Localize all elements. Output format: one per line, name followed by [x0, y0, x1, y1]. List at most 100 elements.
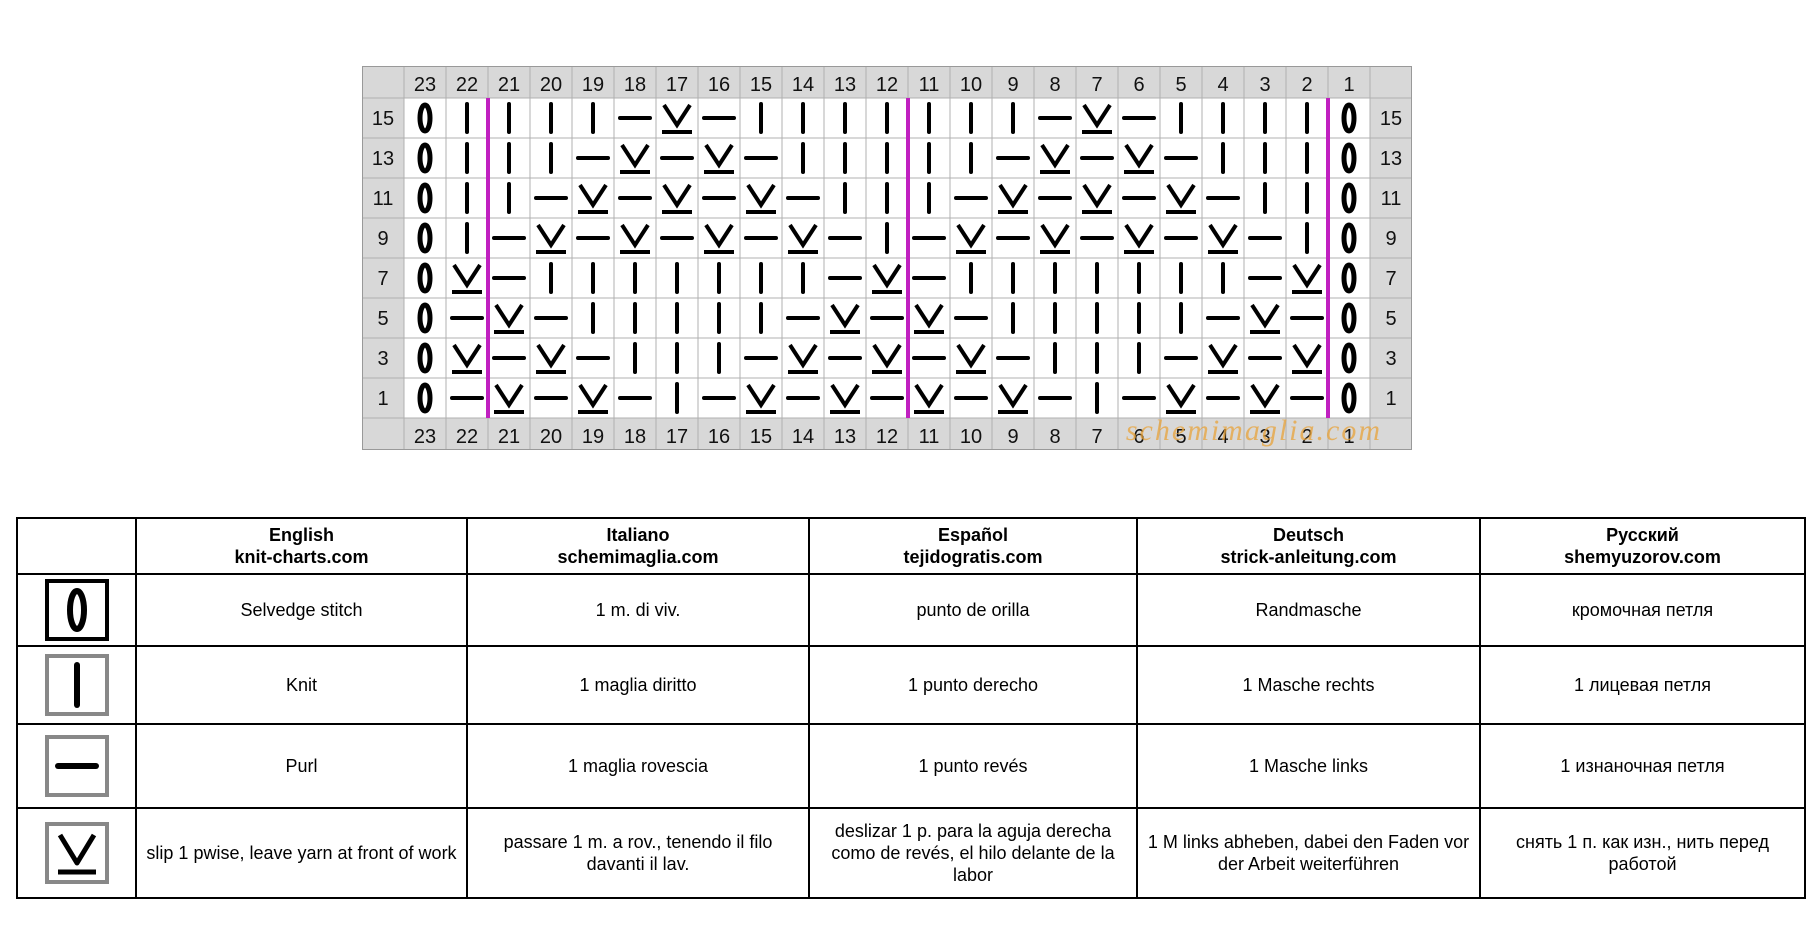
column-number-bottom: 4	[1217, 426, 1228, 448]
slip-stitch	[788, 343, 818, 374]
slip-stitch	[1208, 223, 1238, 254]
row-number-right: 5	[1385, 308, 1396, 330]
row-number-right: 13	[1380, 148, 1402, 170]
slip-stitch	[746, 183, 776, 214]
row-number-right: 3	[1385, 348, 1396, 370]
legend-row-knit: Knit 1 maglia diritto 1 punto derecho 1 …	[16, 645, 1806, 725]
slip-stitch	[998, 383, 1028, 414]
legend-row-selvedge: Selvedge stitch 1 m. di viv. punto de or…	[16, 573, 1806, 647]
column-number-top: 5	[1175, 74, 1186, 96]
row-number-right: 9	[1385, 228, 1396, 250]
slip-stitch	[1250, 383, 1280, 414]
legend-cell-de: 1 Masche rechts	[1136, 645, 1481, 725]
row-number-right: 1	[1385, 388, 1396, 410]
legend-cell-de: 1 M links abheben, dabei den Faden vor d…	[1136, 807, 1481, 899]
row-number-right: 11	[1381, 188, 1402, 210]
selvedge-stitch	[417, 142, 433, 174]
legend-cell-en: Selvedge stitch	[135, 573, 468, 647]
legend-cell-it: 1 m. di viv.	[466, 573, 810, 647]
row-number-right: 15	[1380, 108, 1402, 130]
legend-cell-ru: кромочная петля	[1479, 573, 1806, 647]
slip-stitch	[1208, 343, 1238, 374]
column-number-top: 21	[498, 74, 520, 96]
legend-cell-it: 1 maglia rovescia	[466, 723, 810, 809]
slip-stitch	[536, 223, 566, 254]
slip-stitch	[1292, 343, 1322, 374]
legend-cell-de: 1 Masche links	[1136, 723, 1481, 809]
legend-row-slip: slip 1 pwise, leave yarn at front of wor…	[16, 807, 1806, 899]
selvedge-stitch	[417, 222, 433, 254]
slip-stitch	[536, 343, 566, 374]
slip-stitch	[998, 183, 1028, 214]
chart-border	[362, 66, 1412, 450]
watermark-text: schemimaglia.com	[1126, 414, 1382, 447]
row-number-left: 3	[377, 348, 388, 370]
row-number-left: 7	[377, 268, 388, 290]
selvedge-stitch	[1341, 382, 1357, 414]
slip-stitch	[1292, 263, 1322, 294]
column-number-top: 2	[1301, 74, 1312, 96]
column-number-top: 6	[1133, 74, 1144, 96]
column-number-top: 1	[1343, 74, 1354, 96]
column-number-top: 17	[666, 74, 688, 96]
selvedge-stitch	[1341, 182, 1357, 214]
column-number-bottom: 19	[582, 426, 604, 448]
selvedge-stitch	[1341, 302, 1357, 334]
column-number-top: 10	[960, 74, 982, 96]
column-number-bottom: 13	[834, 426, 856, 448]
column-number-bottom: 6	[1133, 426, 1144, 448]
column-number-bottom: 16	[708, 426, 730, 448]
column-number-bottom: 5	[1175, 426, 1186, 448]
column-number-bottom: 20	[540, 426, 562, 448]
column-number-bottom: 3	[1259, 426, 1270, 448]
selvedge-stitch	[417, 182, 433, 214]
legend-cell-es: 1 punto revés	[808, 723, 1138, 809]
slip-stitch	[1166, 383, 1196, 414]
legend-cell-es: deslizar 1 p. para la aguja derecha como…	[808, 807, 1138, 899]
slip-stitch	[830, 303, 860, 334]
slip-stitch	[914, 383, 944, 414]
slip-stitch	[704, 143, 734, 174]
slip-stitch	[1124, 223, 1154, 254]
slip-stitch	[872, 343, 902, 374]
legend-row-purl: Purl 1 maglia rovescia 1 punto revés 1 M…	[16, 723, 1806, 809]
column-number-bottom: 1	[1343, 426, 1354, 448]
slip-stitch	[1040, 143, 1070, 174]
column-number-bottom: 7	[1091, 426, 1102, 448]
selvedge-icon	[16, 573, 137, 647]
row-number-left: 1	[377, 388, 388, 410]
column-number-bottom: 11	[919, 426, 940, 448]
row-number-left: 11	[373, 188, 394, 210]
column-number-bottom: 2	[1301, 426, 1312, 448]
row-number-left: 15	[372, 108, 394, 130]
column-number-bottom: 17	[666, 426, 688, 448]
legend-cell-en: Purl	[135, 723, 468, 809]
slip-stitch	[452, 263, 482, 294]
column-number-top: 16	[708, 74, 730, 96]
slip-stitch	[1082, 103, 1112, 134]
selvedge-stitch	[417, 342, 433, 374]
slip-stitch	[872, 263, 902, 294]
column-number-bottom: 10	[960, 426, 982, 448]
slip-stitch	[662, 183, 692, 214]
slip-stitch	[704, 223, 734, 254]
column-number-top: 22	[456, 74, 478, 96]
column-number-bottom: 22	[456, 426, 478, 448]
column-number-top: 13	[834, 74, 856, 96]
legend-cell-it: passare 1 m. a rov., tenendo il filo dav…	[466, 807, 810, 899]
legend-cell-es: 1 punto derecho	[808, 645, 1138, 725]
column-number-bottom: 14	[792, 426, 814, 448]
slip-stitch	[1124, 143, 1154, 174]
column-number-top: 9	[1007, 74, 1018, 96]
selvedge-stitch	[1341, 342, 1357, 374]
slip-icon	[16, 807, 137, 899]
slip-stitch	[830, 383, 860, 414]
legend-cell-en: slip 1 pwise, leave yarn at front of wor…	[135, 807, 468, 899]
row-number-left: 9	[377, 228, 388, 250]
slip-stitch	[578, 383, 608, 414]
